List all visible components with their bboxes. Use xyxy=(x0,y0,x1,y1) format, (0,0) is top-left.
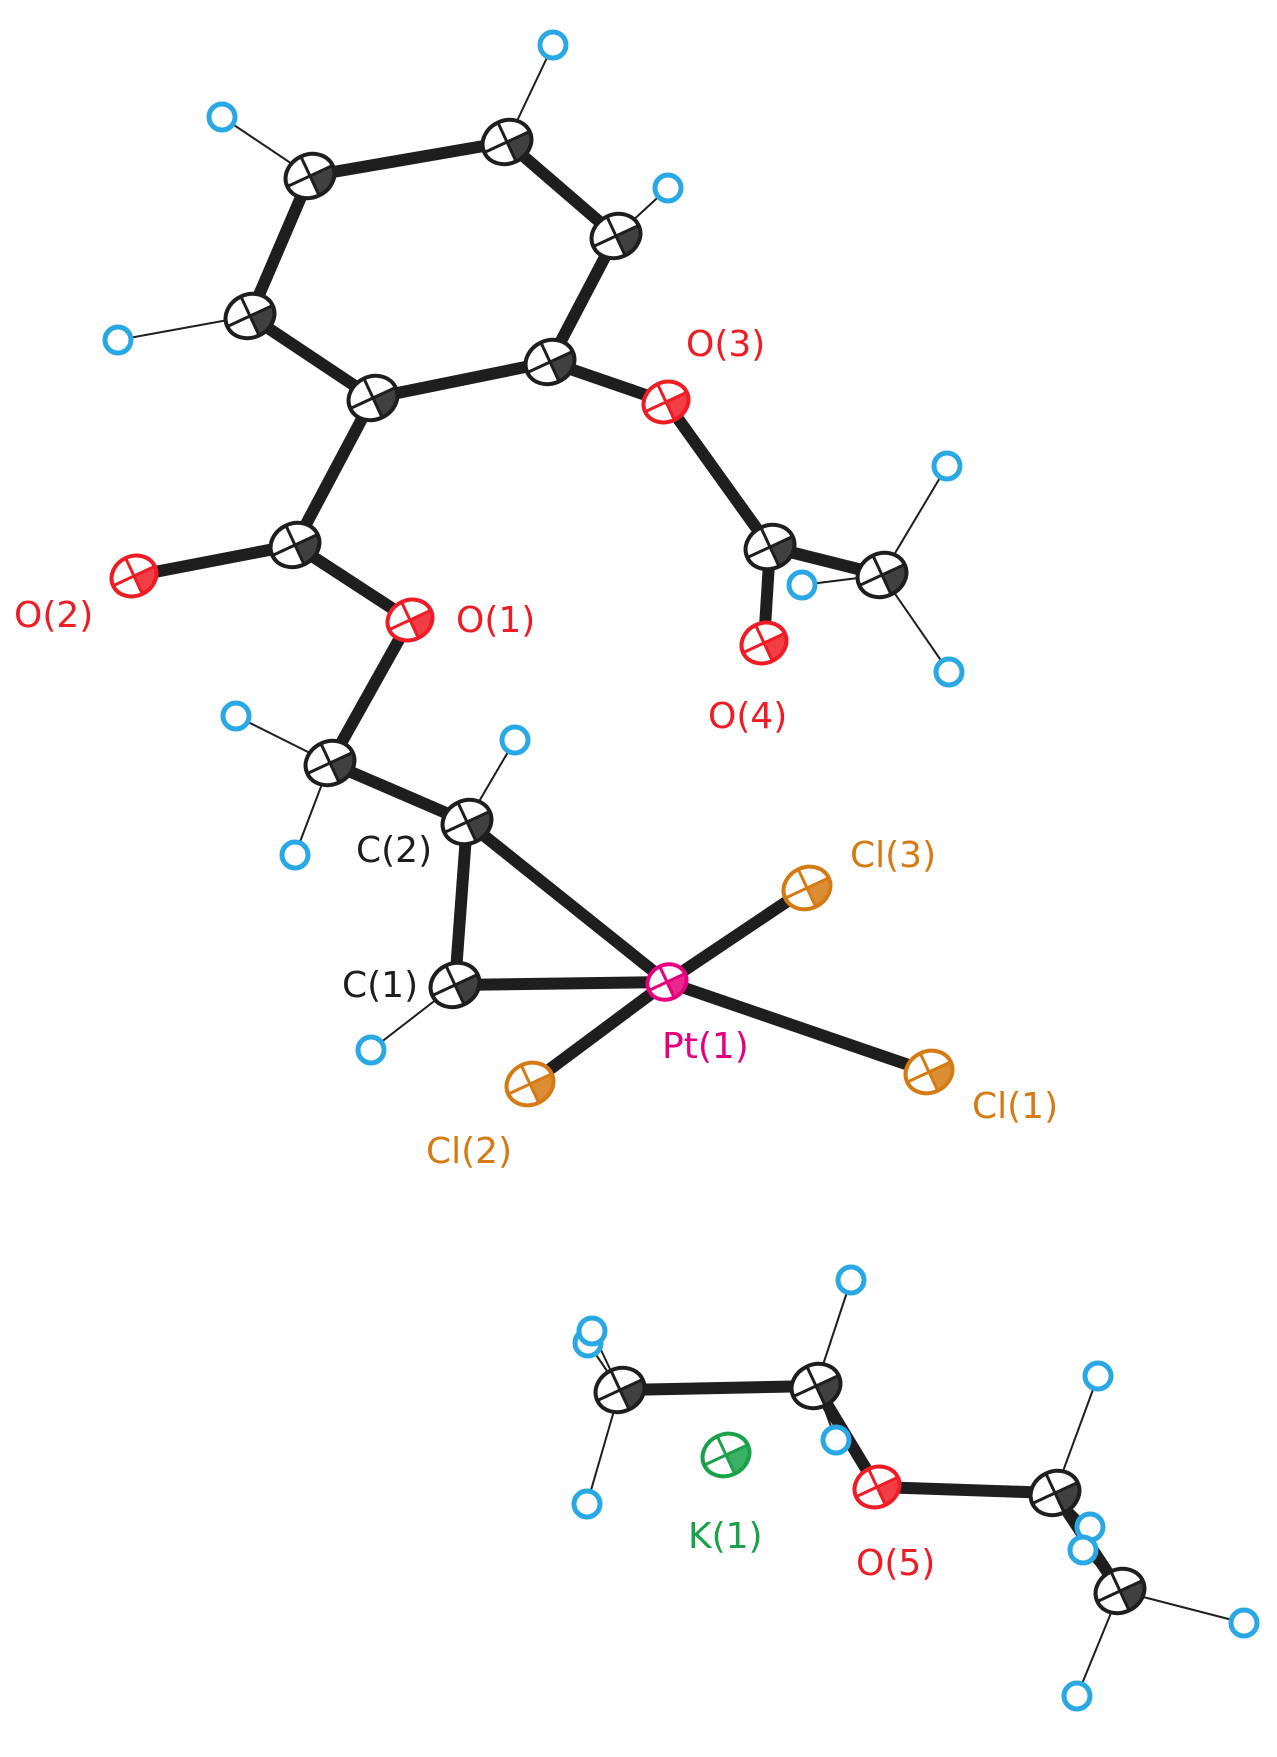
atom-o5 xyxy=(852,1464,902,1510)
hydrogen-atom xyxy=(1061,1680,1093,1712)
bond-line xyxy=(871,1481,1061,1499)
atom-ringc4 xyxy=(480,117,534,167)
atom-ringc1 xyxy=(346,373,400,423)
hydrogen-atom xyxy=(102,324,134,356)
hydrogen-atom xyxy=(576,1315,608,1347)
hydrogen-atom xyxy=(835,1264,867,1296)
bond-line xyxy=(244,170,316,322)
hydrogen-atom xyxy=(931,450,963,482)
atom-ch2 xyxy=(303,738,357,788)
atom-o4 xyxy=(739,620,789,666)
atom-ringc3 xyxy=(589,211,643,261)
hydrogen-atom xyxy=(820,1424,852,1456)
atom-labels: O(2) O(1) O(3) O(4) C(2) C(1) Cl(3) Cl(2… xyxy=(14,324,1058,1584)
hydrogen-atom xyxy=(499,724,531,756)
bond-line xyxy=(614,1380,822,1396)
hydrogen-atom xyxy=(355,1034,387,1066)
atom-ec4 xyxy=(1093,1566,1147,1616)
atom-k xyxy=(700,1431,752,1479)
bond-line xyxy=(128,539,301,582)
bond-line xyxy=(367,356,556,404)
bond-line xyxy=(461,816,673,988)
atom-ec1 xyxy=(593,1365,647,1415)
atom-ringc2 xyxy=(523,337,577,387)
atom-ec2 xyxy=(789,1361,843,1411)
atom-pt xyxy=(645,962,689,1002)
label-cl3: Cl(3) xyxy=(850,835,936,876)
atom-o3 xyxy=(641,379,691,425)
atom-ringc5 xyxy=(283,151,337,201)
hydrogen-atom xyxy=(786,569,818,601)
bond-line xyxy=(449,976,673,991)
label-k1: K(1) xyxy=(688,1516,763,1557)
hydrogen-atom xyxy=(1067,1534,1099,1566)
bond-line xyxy=(524,976,673,1090)
hydrogen-atoms xyxy=(102,29,1260,1712)
label-o5: O(5) xyxy=(856,1543,935,1584)
label-pt1: Pt(1) xyxy=(662,1026,749,1067)
label-c2: C(2) xyxy=(356,830,432,871)
hydrogen-bonds xyxy=(117,44,1245,1697)
bond-line xyxy=(661,882,813,988)
hydrogen-atom xyxy=(1082,1360,1114,1392)
hydrogen-atom xyxy=(537,29,569,61)
label-o4: O(4) xyxy=(708,696,787,737)
atom-cl1 xyxy=(903,1048,955,1096)
hydrogen-atom xyxy=(1228,1607,1260,1639)
bond-line xyxy=(449,816,473,991)
label-cl1: Cl(1) xyxy=(972,1086,1058,1127)
bond-line xyxy=(661,976,935,1078)
atom-ringc6 xyxy=(223,291,277,341)
label-cl2: Cl(2) xyxy=(426,1131,512,1172)
hydrogen-atom xyxy=(933,656,965,688)
atom-acc xyxy=(743,522,797,572)
label-c1: C(1) xyxy=(342,965,418,1006)
bond-line xyxy=(324,614,416,769)
bond-line xyxy=(660,396,776,553)
bond-line xyxy=(289,392,379,551)
hydrogen-atom xyxy=(206,101,238,133)
label-o2: O(2) xyxy=(14,595,93,636)
atom-ec3 xyxy=(1028,1468,1082,1518)
atom-ch3a xyxy=(855,550,909,600)
hydrogen-atom xyxy=(279,839,311,871)
atom-o2 xyxy=(109,553,159,599)
hydrogen-atom xyxy=(652,172,684,204)
atom-c2 xyxy=(440,797,494,847)
atoms xyxy=(109,117,1147,1616)
atom-carbonylc xyxy=(268,520,322,570)
bond-line xyxy=(304,136,513,182)
atom-cl3 xyxy=(781,864,833,912)
atom-c1 xyxy=(428,960,482,1010)
atom-cl2 xyxy=(504,1060,556,1108)
atom-o1 xyxy=(385,597,435,643)
bond-line xyxy=(244,310,379,404)
hydrogen-atom xyxy=(220,700,252,732)
hydrogen-atom xyxy=(571,1488,603,1520)
label-o3: O(3) xyxy=(686,324,765,365)
label-o1: O(1) xyxy=(456,600,535,641)
